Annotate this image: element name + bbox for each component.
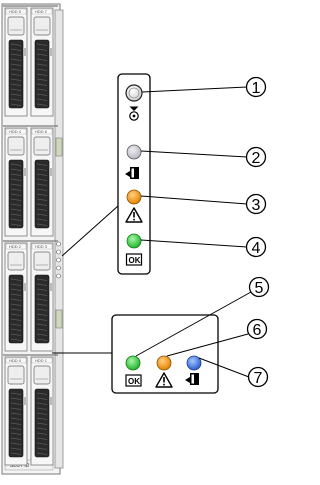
svg-text:2: 2 <box>252 150 261 167</box>
drive-warning-icon <box>155 372 173 388</box>
callout-3: 3 <box>245 193 267 215</box>
drive-carrier[interactable]: HDD 6 <box>30 127 54 237</box>
drive-release-button[interactable] <box>33 251 51 271</box>
ok-icon: OK <box>125 253 143 266</box>
svg-text:OK: OK <box>128 377 140 386</box>
latch <box>55 137 63 157</box>
drive-vent <box>34 159 50 229</box>
drive-fault-led <box>156 355 172 371</box>
drive-carrier[interactable]: HDD 0 <box>4 356 28 466</box>
drive-remove-icon <box>185 373 199 385</box>
drive-label: HDD 2 <box>9 244 22 249</box>
drive-vent <box>34 388 50 458</box>
callout-4: 4 <box>245 236 267 258</box>
drive-release-button[interactable] <box>7 16 25 36</box>
drive-vent <box>34 274 50 344</box>
drive-label: HDD 6 <box>35 129 48 134</box>
remove-ok-icon <box>125 167 139 179</box>
callout-2: 2 <box>245 146 267 168</box>
drive-carrier[interactable]: HDD 2 <box>4 242 28 352</box>
drive-carrier[interactable]: HDD 3 <box>30 242 54 352</box>
drive-release-button[interactable] <box>7 251 25 271</box>
slot-id-label: SLOT ID <box>10 463 30 469</box>
drive-release-button[interactable] <box>7 136 25 156</box>
drive-label: HDD 0 <box>9 358 22 363</box>
callout-6: 6 <box>246 318 268 340</box>
drive-label: HDD 5 <box>9 9 22 14</box>
drive-vent <box>8 159 24 229</box>
indicator-panel: OK <box>117 73 151 275</box>
ready-to-remove-led <box>186 355 202 371</box>
drive-vent <box>8 39 24 109</box>
warning-icon <box>125 207 143 223</box>
drive-carrier[interactable]: HDD 1 <box>30 356 54 466</box>
callouts: 1 2 3 4 5 6 7 <box>245 76 270 388</box>
drive-release-button[interactable] <box>7 365 25 385</box>
fault-led <box>126 189 142 205</box>
locate-led <box>126 144 142 160</box>
svg-text:4: 4 <box>252 240 261 257</box>
svg-text:6: 6 <box>253 322 262 339</box>
drive-carrier[interactable]: HDD 5 <box>4 7 28 117</box>
drive-release-button[interactable] <box>33 16 51 36</box>
power-button[interactable] <box>125 84 143 102</box>
drive-vent <box>8 274 24 344</box>
drive-label: HDD 4 <box>9 129 22 134</box>
drive-vent <box>34 39 50 109</box>
drive-label: HDD 1 <box>35 358 48 363</box>
drive-release-button[interactable] <box>33 365 51 385</box>
svg-text:3: 3 <box>252 197 261 214</box>
svg-text:1: 1 <box>252 80 261 97</box>
callout-5: 5 <box>248 276 270 298</box>
drive-carrier[interactable]: HDD 7 <box>30 7 54 117</box>
latch <box>55 309 63 329</box>
drive-bays: HDD 5 HDD 7 HDD 4 HDD 6 HDD 2 HDD 3 HDD 0 HDD 1 <box>3 5 58 466</box>
svg-text:5: 5 <box>255 280 264 297</box>
drive-indicator-panel: OK <box>111 314 219 394</box>
drive-release-button[interactable] <box>33 136 51 156</box>
callout-7: 7 <box>247 366 269 388</box>
leader-lines <box>135 86 252 378</box>
drive-vent <box>8 388 24 458</box>
connector-lines <box>52 205 119 354</box>
drive-label: HDD 3 <box>35 244 48 249</box>
drive-ok-icon: OK <box>125 374 142 387</box>
drive-carrier[interactable]: HDD 4 <box>4 127 28 237</box>
power-service-icon <box>129 106 139 121</box>
ok-led <box>126 233 142 249</box>
callout-1: 1 <box>245 76 267 98</box>
svg-text:OK: OK <box>129 256 141 265</box>
svg-text:7: 7 <box>254 370 263 387</box>
drive-label: HDD 7 <box>35 9 48 14</box>
drive-ok-led <box>125 355 141 371</box>
